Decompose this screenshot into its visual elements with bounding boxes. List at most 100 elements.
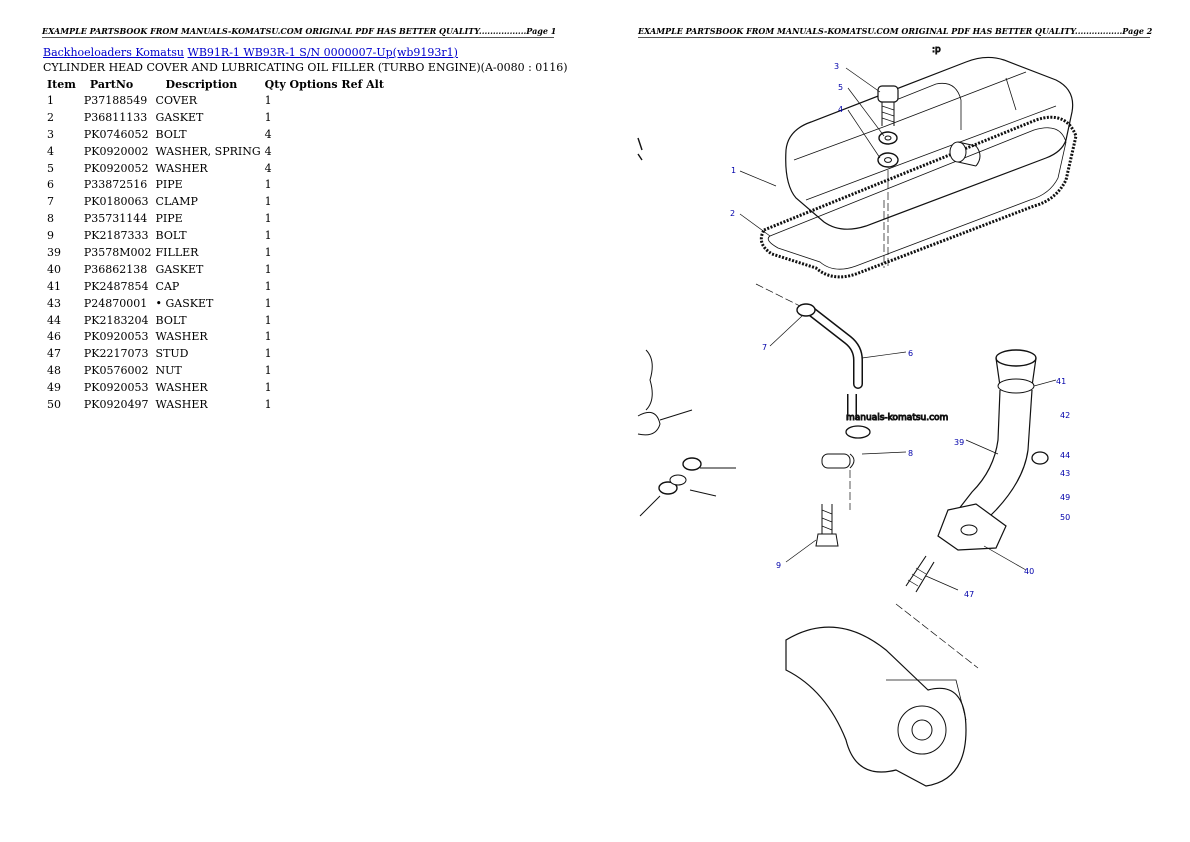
table-row: 43 P24870001 • GASKET 1 [43,295,386,312]
cell-description: NUT [155,364,182,378]
cell-qty: 1 [264,397,272,411]
corner-mark: :p [932,45,941,55]
cell-qty: 4 [264,161,272,175]
cell-qty: 1 [264,110,272,124]
cell-item: 43 [47,296,61,310]
cell-description: WASHER [155,381,208,395]
callout-label: 49 [1060,493,1070,502]
cell-partno: PK0920052 [83,161,149,175]
cell-partno: PK0746052 [83,127,149,141]
cell-item: 1 [47,93,54,107]
cell-item: 49 [47,381,61,395]
cell-qty: 1 [264,262,272,276]
cell-description: GASKET [155,110,204,124]
cell-description: WASHER [155,161,208,175]
cell-description: CAP [155,279,180,293]
callout-label: 5 [838,83,843,92]
cell-item: 46 [47,330,61,344]
cell-description: • GASKET [155,296,214,310]
cell-description: WASHER [155,330,208,344]
cell-item: 2 [47,110,54,124]
cell-qty: 1 [264,296,272,310]
breadcrumb-link-model[interactable]: WB91R-1 WB93R-1 S/N 0000007-Up(wb9193r1) [187,46,458,59]
cell-partno: P24870001 [83,296,148,310]
bolt-9 [815,504,839,547]
cell-partno: PK2183204 [83,313,149,327]
page-2-header: EXAMPLE PARTSBOOK FROM MANUALS-KOMATSU.C… [638,26,1153,38]
cell-qty: 1 [264,364,272,378]
watermark: manuals-komatsu.com [846,413,948,423]
cell-item: 7 [47,195,54,209]
cell-partno: PK0920053 [83,330,149,344]
callout-leaders [739,67,1057,591]
cell-item: 44 [47,313,61,327]
cell-item: 6 [47,178,54,192]
cell-partno: P35731144 [83,212,148,226]
callout-label: 39 [954,438,964,447]
cell-partno: PK0920053 [83,381,149,395]
cell-partno: PK0180063 [83,195,149,209]
cell-item: 39 [47,245,61,259]
cell-description: COVER [155,93,198,107]
cell-partno: PK2487854 [83,279,149,293]
cell-description: BOLT [155,127,187,141]
breather-fitting [949,141,981,167]
gasket-part [759,115,1078,279]
cell-partno: P36862138 [83,262,148,276]
cell-partno: PK2217073 [83,347,149,361]
column-header-item: Item [47,77,76,91]
callout-label: 44 [1060,451,1070,460]
callout-label: 8 [908,449,913,458]
cell-qty: 4 [264,127,272,141]
cell-qty: 1 [264,279,272,293]
stud-47 [895,555,979,669]
cell-description: WASHER, SPRING [155,144,261,158]
callout-label: 4 [838,105,843,114]
oil-filler-tube [937,349,1049,551]
breadcrumb: Backhoeloaders Komatsu WB91R-1 WB93R-1 S… [43,46,458,59]
callout-label: 50 [1060,513,1070,522]
breadcrumb-link-brand[interactable]: Backhoeloaders Komatsu [43,46,185,59]
cell-item: 5 [47,161,54,175]
cell-qty: 1 [264,313,272,327]
callout-label: 6 [908,349,913,358]
turbo-housing [785,626,967,787]
cell-description: GASKET [155,262,204,276]
cover-part [785,56,1074,230]
callout-label: 47 [964,590,974,599]
cell-partno: PK0920002 [83,144,149,158]
cell-partno: P3578M002 [83,245,152,259]
cell-item: 47 [47,347,61,361]
bolt-stack [877,85,899,268]
callout-label: 40 [1024,567,1034,576]
cell-qty: 1 [264,245,272,259]
left-partial-parts [637,137,736,517]
column-header-qty: Qty Options Ref Alt [264,77,384,91]
table-header-row: Item PartNo Description Qty Options Ref … [43,76,386,92]
callout-label: 41 [1056,377,1066,386]
cell-description: CLAMP [155,195,198,209]
cell-item: 40 [47,262,61,276]
cell-partno: PK2187333 [83,229,149,243]
cell-description: STUD [155,347,189,361]
cell-qty: 4 [264,144,272,158]
cell-item: 9 [47,229,54,243]
cell-qty: 1 [264,212,272,226]
cell-item: 8 [47,212,54,226]
cell-partno: P37188549 [83,93,148,107]
cell-partno: PK0920497 [83,397,149,411]
page-1-header: EXAMPLE PARTSBOOK FROM MANUALS-KOMATSU.C… [42,26,557,38]
callout-label: 42 [1060,411,1070,420]
